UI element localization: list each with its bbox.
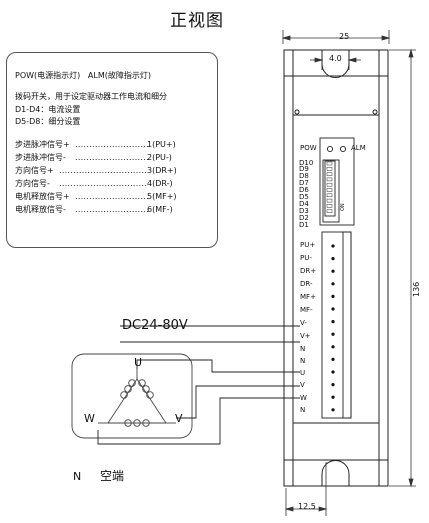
terminal-label: MF+ (300, 293, 316, 301)
info-box (6, 52, 218, 248)
terminal-screw[interactable] (331, 332, 335, 336)
dip-switch-lever[interactable] (326, 167, 333, 171)
dip-label: D8 (299, 172, 309, 180)
terminal-label: DR- (300, 280, 313, 288)
terminal-screw[interactable] (331, 345, 335, 349)
terminal-screw[interactable] (331, 383, 335, 387)
terminal-label: PU- (300, 254, 312, 262)
terminal-screw[interactable] (331, 257, 335, 261)
terminal-screw[interactable] (331, 320, 335, 324)
terminal-label: U (300, 369, 306, 377)
terminal-screw[interactable] (331, 244, 335, 248)
legend-key: N (73, 470, 82, 483)
dip-label: D10 (299, 159, 314, 167)
terminal-screw[interactable] (331, 395, 335, 399)
terminal-label: V+ (300, 332, 311, 340)
driver-body (283, 49, 389, 487)
dip-switch-lever[interactable] (326, 198, 333, 203)
motor-phase-u: U (134, 356, 143, 369)
signal-leader-dots: .......................... (75, 205, 149, 214)
led-legend: POW(电源指示灯) ALM(故障指示灯) (15, 71, 151, 80)
signal-leader-dots: .......................... (75, 192, 149, 201)
terminal-screw[interactable] (331, 307, 335, 311)
height-dimension (284, 48, 416, 516)
dip-label: D2 (299, 214, 309, 222)
terminal-label: N (300, 357, 306, 365)
dip-label: D4 (299, 200, 309, 208)
dip-label: D6 (299, 186, 309, 194)
hole-offset-value: 4.0 (329, 54, 342, 63)
terminal-label: PU+ (300, 241, 316, 249)
motor-phase-v: V (175, 412, 183, 425)
terminal-screw[interactable] (331, 269, 335, 273)
signal-pin: 2(PU-) (147, 153, 172, 162)
dip-label: D5 (299, 193, 309, 201)
terminal-label: N (300, 345, 306, 353)
terminal-label: N (300, 406, 306, 414)
motor-phase-w: W (84, 412, 95, 425)
signal-leader-dots: .......................... (75, 153, 149, 162)
dip-label: D1 (299, 221, 309, 229)
terminal-screw[interactable] (331, 282, 335, 286)
terminal-label: W (300, 394, 307, 402)
legend-text: 空端 (100, 469, 125, 483)
alm-led-label: ALM (351, 144, 366, 152)
signal-leader-dots: .......................... (75, 140, 149, 149)
signal-label: 电机释放信号- (15, 205, 66, 214)
terminal-screw[interactable] (331, 408, 335, 412)
dip-switch-lever[interactable] (326, 172, 333, 176)
dip-label: D3 (299, 207, 309, 215)
microstep-setting-note: D5-D8：细分设置 (15, 117, 81, 126)
signal-label: 方向信号+ (15, 166, 54, 175)
signal-label: 方向信号- (15, 179, 50, 188)
dip-switch-lever[interactable] (326, 204, 333, 208)
power-wires (120, 325, 300, 343)
motor-wires (97, 359, 300, 445)
dip-switch-lever[interactable] (326, 177, 333, 182)
signal-leader-dots: ............................... (59, 179, 148, 188)
signal-pin: 6(MF-) (147, 205, 173, 214)
current-setting-note: D1-D4：电流设置 (15, 105, 81, 114)
bottom-offset-value: 12.5 (298, 502, 316, 511)
height-value: 136 (412, 281, 421, 297)
signal-pin: 1(PU+) (147, 140, 176, 149)
dip-switch-lever[interactable] (326, 188, 333, 192)
signal-pin: 4(DR-) (147, 179, 173, 188)
dip-on-label: ON (340, 203, 346, 211)
motor-box (71, 353, 193, 439)
signal-label: 步进脉冲信号+ (15, 140, 70, 149)
terminal-screw[interactable] (331, 370, 335, 374)
signal-pin: 3(DR+) (147, 166, 177, 175)
front-panel (319, 137, 355, 419)
dip-switch-lever[interactable] (326, 161, 333, 166)
power-supply-label: DC24-80V (122, 318, 188, 333)
width-dimension (281, 30, 391, 70)
dip-switch-lever[interactable] (326, 193, 333, 198)
signal-label: 电机释放信号+ (15, 192, 70, 201)
terminal-screw[interactable] (331, 357, 335, 361)
page-title: 正视图 (170, 11, 224, 31)
dip-switch-lever[interactable] (326, 182, 333, 187)
pow-led-label: POW (300, 144, 317, 152)
signal-label: 步进脉冲信号- (15, 153, 66, 162)
signal-leader-dots: ............................... (59, 166, 148, 175)
signal-pin: 5(MF+) (147, 192, 177, 201)
terminal-label: V (300, 381, 305, 389)
terminal-screw[interactable] (331, 294, 335, 298)
terminal-label: DR+ (300, 267, 317, 275)
dip-label: D9 (299, 165, 309, 173)
dip-label: D7 (299, 179, 309, 187)
terminal-label: V- (300, 319, 307, 327)
dip-switch-description: 拨码开关，用于设定驱动器工作电流和细分 (15, 92, 167, 101)
terminal-label: MF- (300, 306, 313, 314)
width-value: 25 (339, 32, 350, 41)
dip-switch-lever[interactable] (326, 209, 333, 213)
